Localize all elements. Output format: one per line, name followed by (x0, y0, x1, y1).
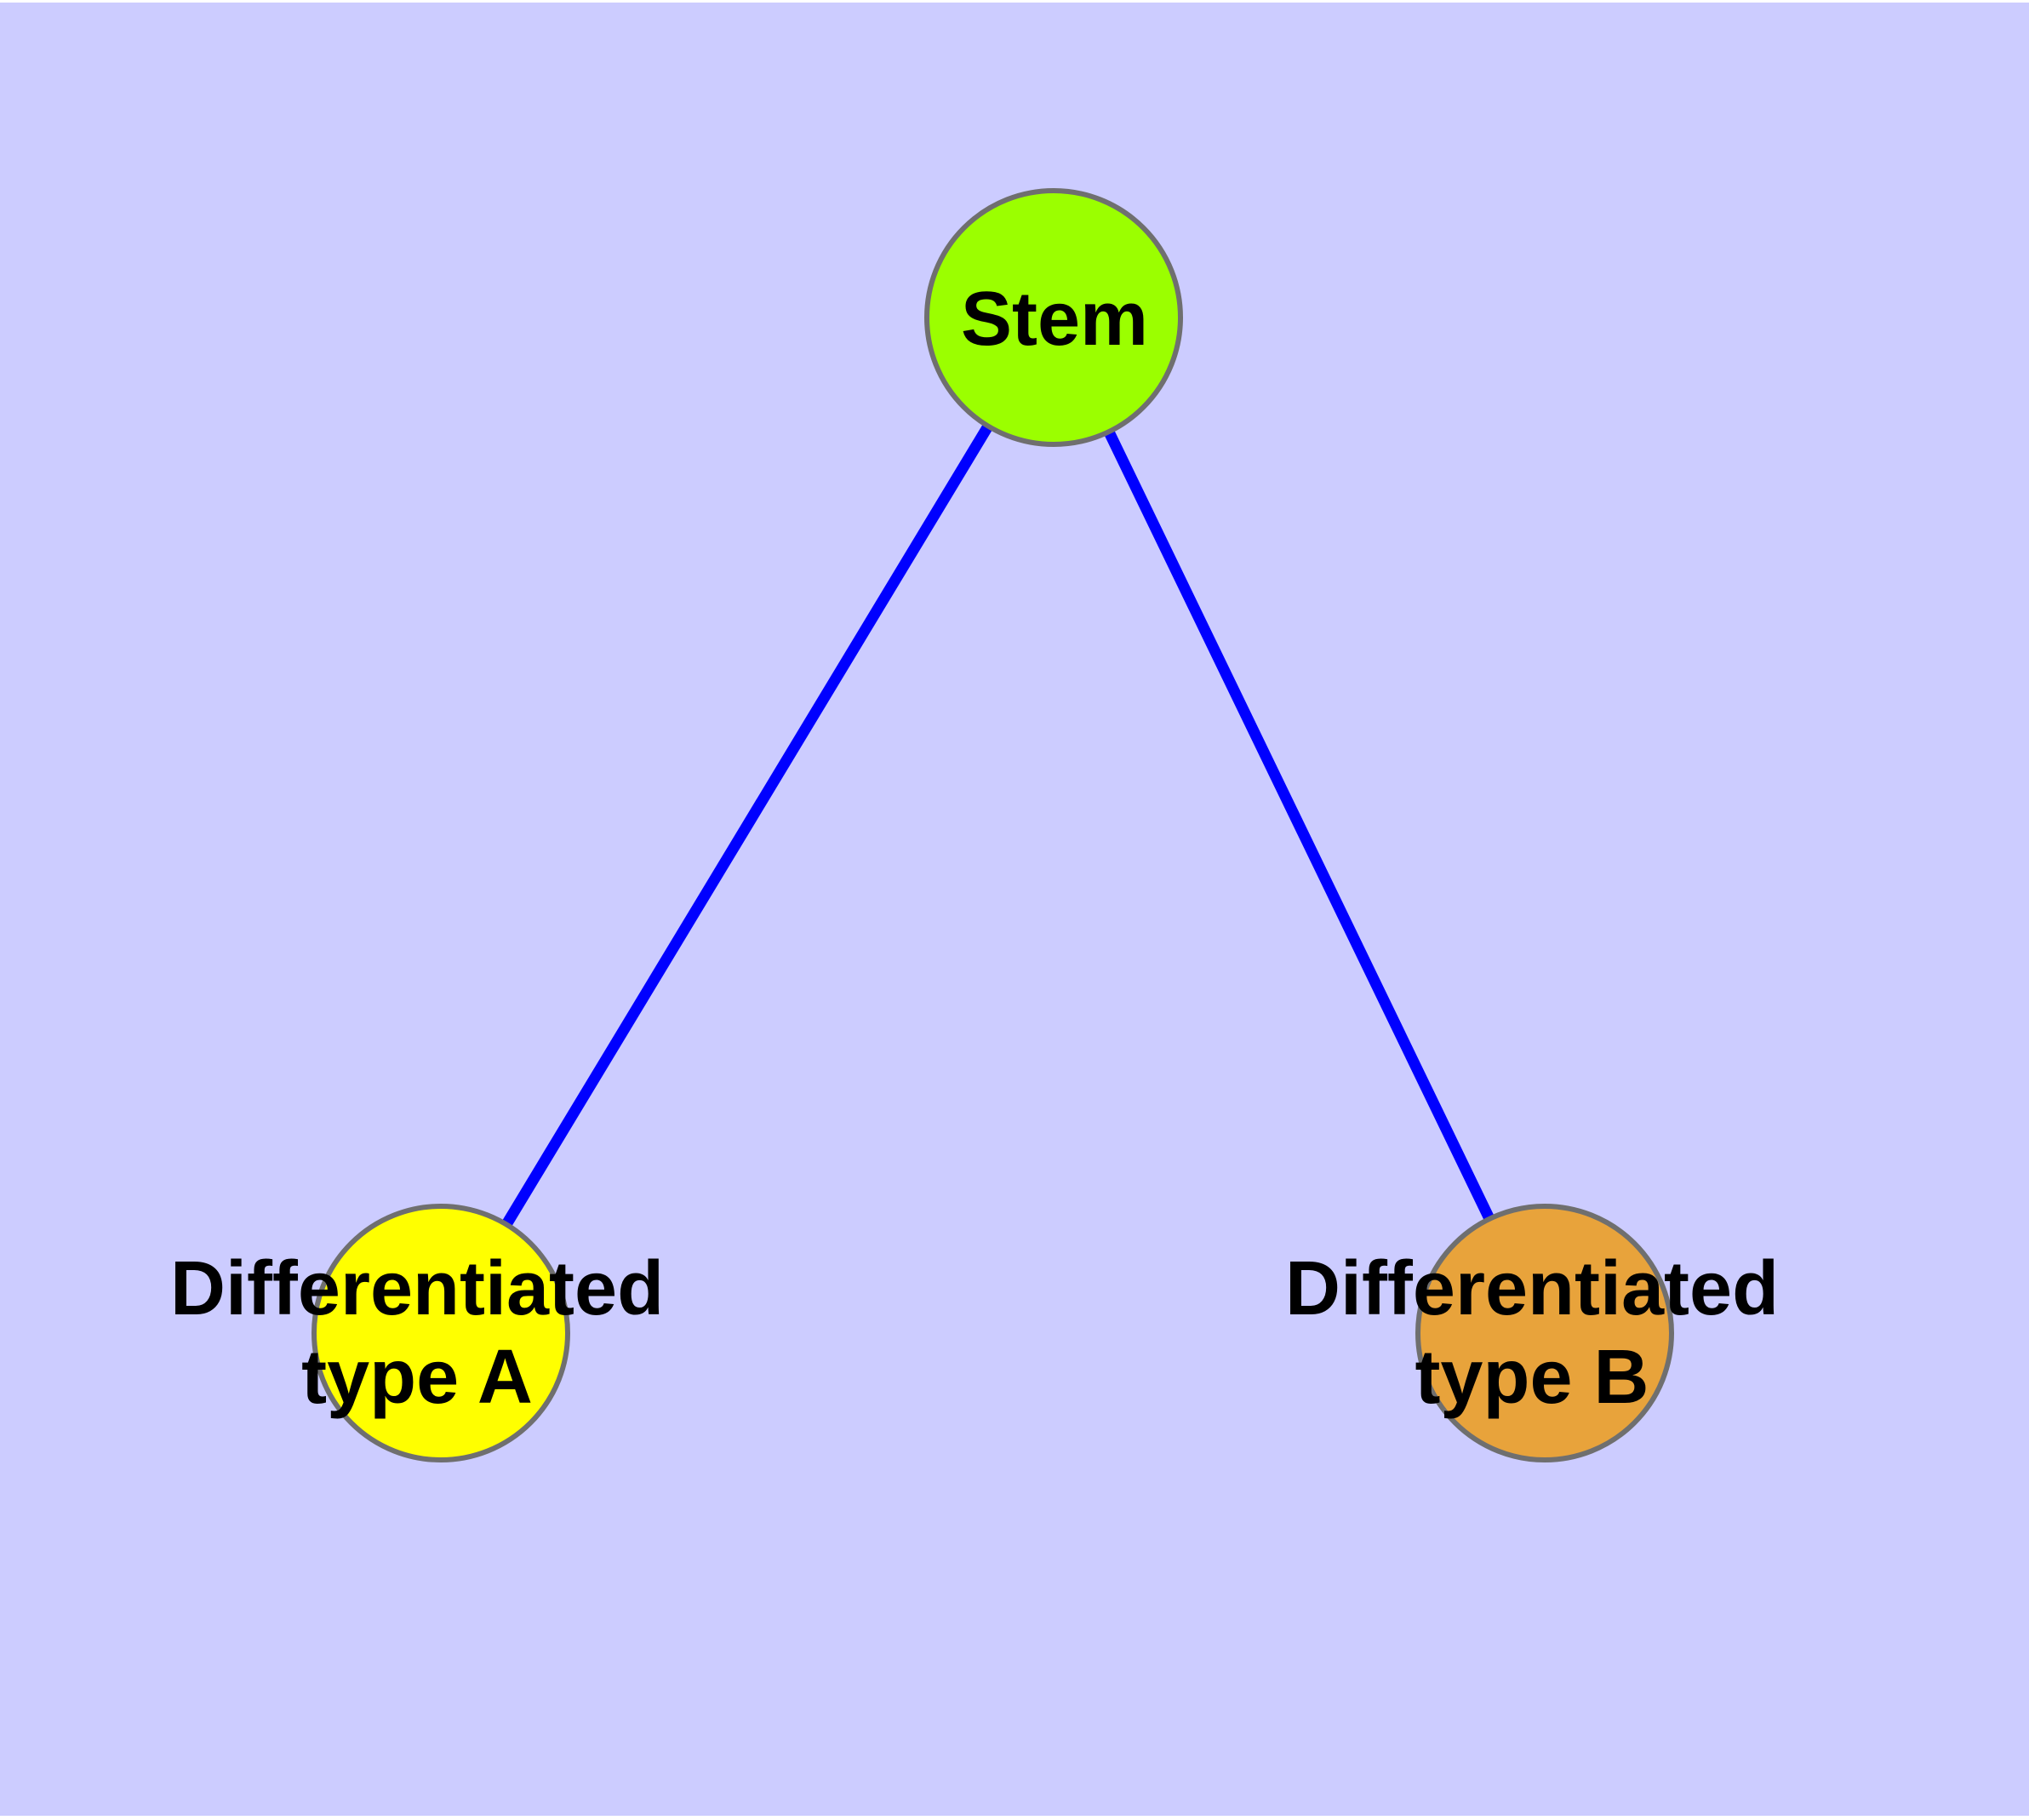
edge-stem-to-differentiated-type-b (1049, 315, 1550, 1336)
node-differentiated-type-a (311, 1204, 570, 1462)
edge-stem-to-differentiated-type-a (436, 314, 1059, 1336)
node-differentiated-type-b (1415, 1204, 1674, 1462)
node-label-differentiated-type-a: Differentiated type A (169, 1246, 665, 1420)
node-label-stem: Stem (960, 277, 1149, 362)
node-label-differentiated-type-b: Differentiated type B (1284, 1246, 1780, 1420)
node-stem (924, 188, 1183, 447)
